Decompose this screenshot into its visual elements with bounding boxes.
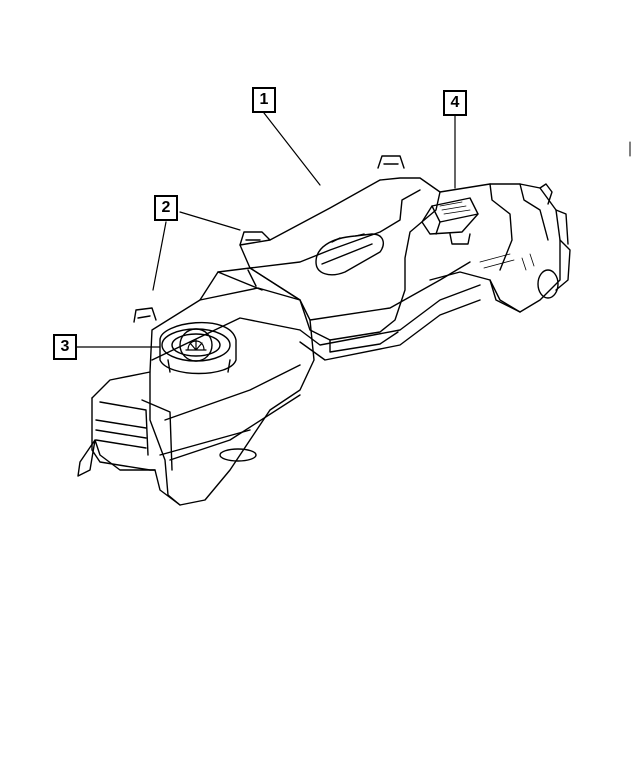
callout-4: 4	[443, 90, 467, 116]
reservoir-main-tank	[77, 267, 315, 506]
mount-tab-rear	[133, 307, 157, 323]
leader-line-2b	[152, 221, 167, 291]
reservoir-cap	[159, 321, 237, 375]
leader-line-2a	[179, 211, 241, 231]
callout-2: 2	[154, 195, 178, 221]
callout-3: 3	[53, 334, 77, 360]
level-sensor	[421, 197, 479, 245]
reservoir-outlet	[429, 183, 571, 313]
callout-1: 1	[252, 87, 276, 113]
washer-symbol-icon	[185, 339, 207, 351]
mount-tab-top	[377, 155, 405, 169]
leader-lines	[76, 112, 456, 348]
leader-line-1	[263, 112, 321, 186]
mount-tab-left	[239, 231, 271, 246]
reservoir-upper-body	[133, 155, 481, 361]
